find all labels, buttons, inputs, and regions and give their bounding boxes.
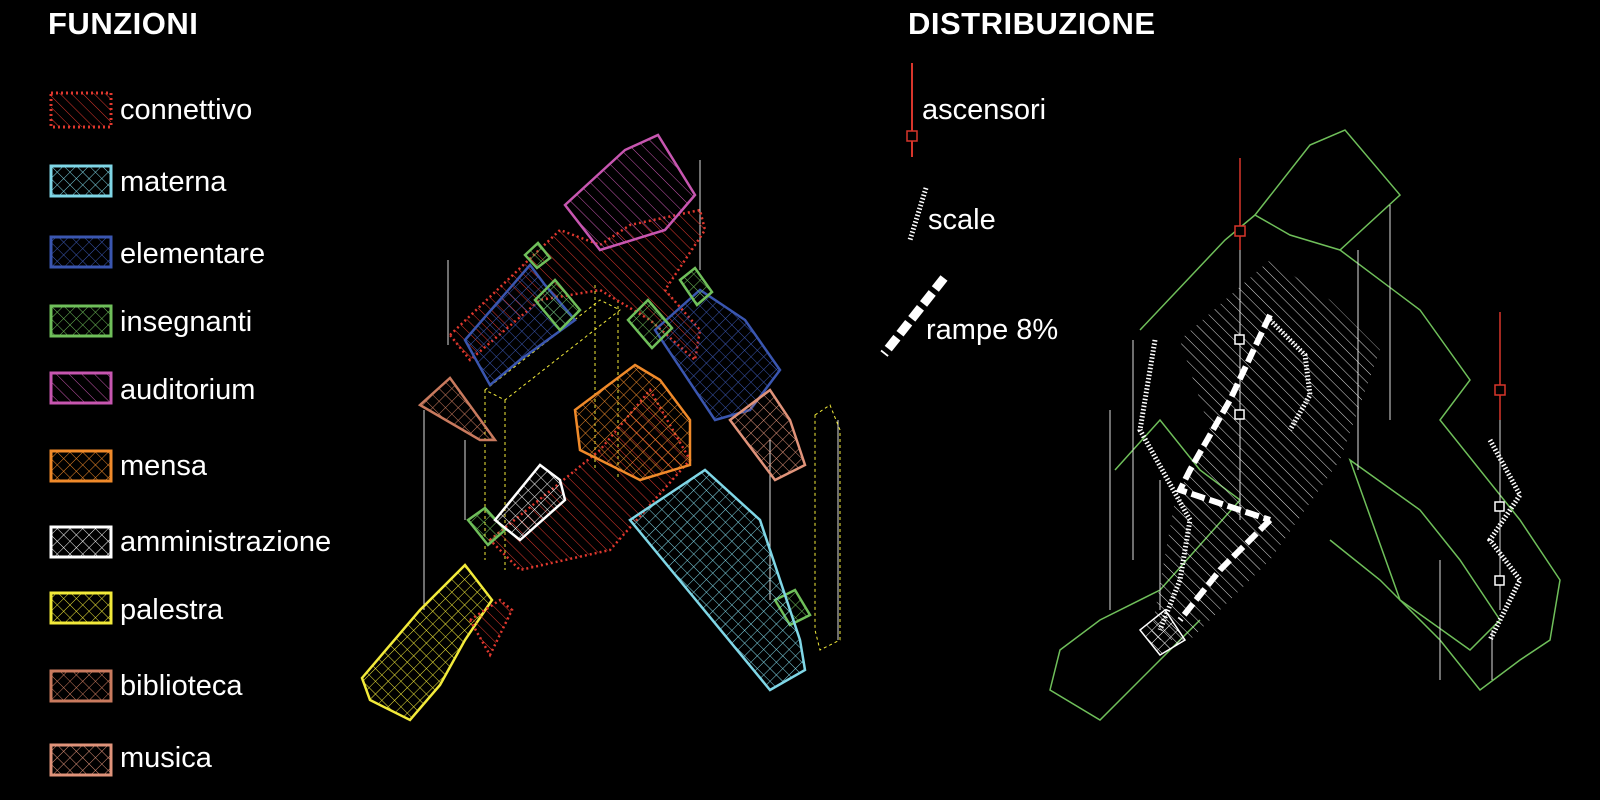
distribuzione-axonometric bbox=[1049, 129, 1561, 721]
legend-label-ascensori: ascensori bbox=[922, 94, 1047, 126]
legend-label-elementare: elementare bbox=[120, 238, 266, 270]
legend-swatches bbox=[49, 91, 113, 777]
legend-label-scale: scale bbox=[928, 204, 996, 236]
legend-label-connettivo: connettivo bbox=[120, 94, 253, 126]
funzioni-axonometric bbox=[360, 133, 841, 722]
swatch-materna bbox=[49, 164, 113, 198]
musica-block bbox=[728, 388, 807, 482]
legend-label-palestra: palestra bbox=[120, 594, 224, 626]
legend-symbols bbox=[880, 63, 948, 357]
insegnanti-block-5 bbox=[523, 241, 552, 270]
legend-label-biblioteca: biblioteca bbox=[120, 670, 243, 702]
auditorium-block bbox=[563, 133, 697, 252]
swatch-elementare bbox=[49, 235, 113, 269]
ramp-symbol bbox=[880, 275, 948, 357]
biblioteca-block bbox=[417, 376, 498, 442]
swatch-biblioteca bbox=[49, 669, 113, 703]
legend-label-musica: musica bbox=[120, 742, 212, 774]
swatch-amministrazione bbox=[49, 525, 113, 559]
connettivo-area-3 bbox=[468, 598, 514, 658]
materna-block bbox=[628, 468, 807, 692]
stairs-symbol bbox=[907, 187, 929, 241]
swatch-palestra bbox=[49, 591, 113, 625]
palestra-block bbox=[360, 563, 494, 722]
elevator-symbol bbox=[906, 63, 918, 157]
swatch-musica bbox=[49, 743, 113, 777]
amministrazione-block bbox=[493, 463, 567, 542]
insegnanti-block-2 bbox=[626, 298, 674, 350]
legend-label-mensa: mensa bbox=[120, 450, 208, 482]
swatch-mensa bbox=[49, 449, 113, 483]
insegnanti-block-1 bbox=[533, 278, 582, 332]
legend-label-materna: materna bbox=[120, 166, 227, 198]
swatch-insegnanti bbox=[49, 304, 113, 338]
legend-label-insegnanti: insegnanti bbox=[120, 306, 253, 338]
legend-label-amministrazione: amministrazione bbox=[120, 526, 332, 558]
funzioni-title: FUNZIONI bbox=[48, 6, 199, 41]
swatch-auditorium bbox=[49, 371, 113, 405]
legend-label-rampe: rampe 8% bbox=[926, 314, 1059, 346]
swatch-connettivo bbox=[49, 91, 113, 129]
insegnanti-block-3 bbox=[678, 266, 714, 307]
mensa-block bbox=[573, 363, 692, 482]
insegnanti-block-4 bbox=[466, 506, 507, 547]
distribuzione-title: DISTRIBUZIONE bbox=[908, 6, 1156, 41]
legend-label-auditorium: auditorium bbox=[120, 374, 256, 406]
